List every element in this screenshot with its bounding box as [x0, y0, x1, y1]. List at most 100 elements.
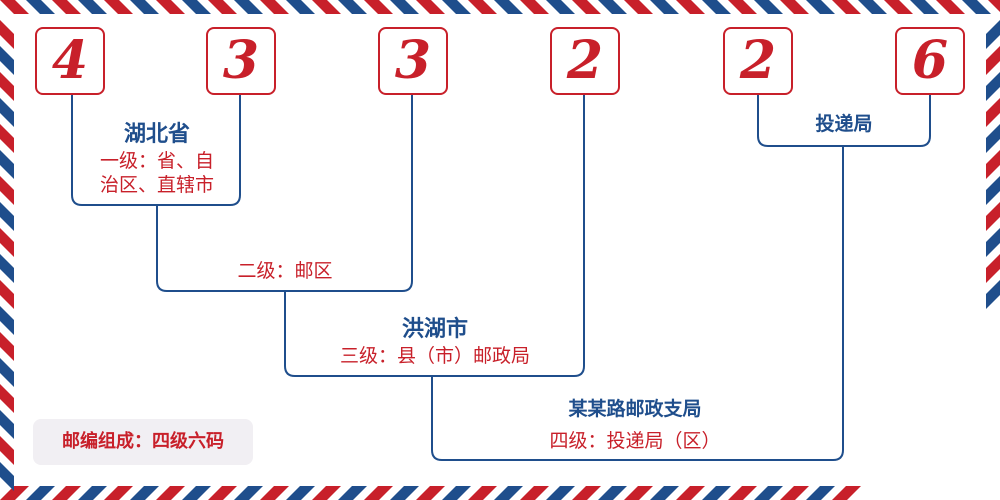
border-stripe	[0, 228, 14, 257]
border-stripe	[0, 202, 14, 231]
border-stripe	[442, 486, 471, 500]
border-stripe	[598, 486, 627, 500]
border-stripe	[0, 20, 14, 49]
border-stripe	[364, 0, 393, 14]
border-stripe	[986, 176, 1000, 205]
border-stripe	[806, 486, 835, 500]
district-level: 二级：邮区	[237, 260, 333, 282]
border-stripe	[986, 20, 1000, 49]
border-stripe	[234, 0, 263, 14]
border-stripe	[780, 0, 809, 14]
city-level: 三级：县（市）邮政局	[339, 345, 530, 367]
border-stripe	[832, 486, 861, 500]
postcode-digit-3: 3	[378, 27, 448, 95]
border-stripe	[702, 486, 731, 500]
border-stripe	[338, 486, 367, 500]
border-stripe	[624, 0, 653, 14]
border-stripe	[986, 280, 1000, 309]
border-stripe	[0, 254, 14, 283]
border-stripe	[986, 254, 1000, 283]
border-stripe	[0, 280, 14, 309]
border-stripe	[624, 486, 653, 500]
border-stripe	[390, 486, 419, 500]
border-stripe	[728, 0, 757, 14]
border-stripe	[390, 0, 419, 14]
postcode-digit-2: 3	[206, 27, 276, 95]
border-stripe	[986, 202, 1000, 231]
border-stripe	[0, 150, 14, 179]
border-stripe	[0, 0, 29, 14]
border-stripe	[0, 124, 14, 153]
border-stripe	[0, 72, 14, 101]
border-stripe	[598, 0, 627, 14]
province-level-line1: 一级：省、自	[99, 150, 214, 172]
border-stripe	[520, 0, 549, 14]
bracket-delivery	[757, 95, 931, 147]
bracket-branch	[431, 145, 844, 461]
border-stripe	[962, 0, 991, 14]
border-stripe	[986, 150, 1000, 179]
border-stripe	[468, 486, 497, 500]
bracket-city	[284, 95, 585, 377]
delivery-name: 投递局	[815, 113, 873, 135]
border-stripe	[520, 486, 549, 500]
border-stripe	[0, 358, 14, 387]
border-stripe	[0, 332, 14, 361]
border-stripe	[988, 0, 1000, 12]
border-stripe	[986, 72, 1000, 101]
postcode-digit-5: 2	[723, 27, 793, 95]
border-stripe	[182, 0, 211, 14]
border-stripe	[78, 486, 107, 500]
border-stripe	[572, 486, 601, 500]
border-stripe	[0, 486, 29, 500]
postcode-digit-1: 4	[35, 27, 105, 95]
border-stripe	[312, 486, 341, 500]
border-stripe	[494, 0, 523, 14]
border-stripe	[676, 486, 705, 500]
border-stripe	[208, 486, 237, 500]
border-stripe	[754, 486, 783, 500]
border-stripe	[0, 176, 14, 205]
border-stripe	[416, 0, 445, 14]
border-stripe	[260, 486, 289, 500]
border-stripe	[494, 486, 523, 500]
province-name: 湖北省	[123, 121, 190, 147]
border-stripe	[546, 0, 575, 14]
border-stripe	[208, 0, 237, 14]
province-level-line2: 治区、直辖市	[99, 174, 214, 196]
border-stripe	[986, 124, 1000, 153]
border-stripe	[0, 462, 14, 491]
border-stripe	[650, 0, 679, 14]
border-stripe	[0, 98, 14, 127]
branch-level: 四级：投递局（区）	[549, 430, 721, 452]
border-stripe	[0, 410, 14, 439]
border-stripe	[572, 0, 601, 14]
border-stripe	[0, 46, 14, 75]
border-stripe	[0, 436, 14, 465]
city-name: 洪湖市	[401, 316, 468, 342]
border-stripe	[936, 0, 965, 14]
border-stripe	[986, 98, 1000, 127]
border-stripe	[156, 486, 185, 500]
border-stripe	[0, 306, 14, 335]
branch-name: 某某路邮政支局	[568, 398, 702, 420]
border-stripe	[130, 0, 159, 14]
border-stripe	[26, 0, 55, 14]
border-stripe	[884, 0, 913, 14]
border-stripe	[754, 0, 783, 14]
border-stripe	[858, 0, 887, 14]
border-stripe	[910, 0, 939, 14]
postcode-digit-6: 6	[895, 27, 965, 95]
border-stripe	[130, 486, 159, 500]
border-stripe	[986, 46, 1000, 75]
border-stripe	[546, 486, 575, 500]
border-stripe	[780, 486, 809, 500]
border-stripe	[52, 486, 81, 500]
postcode-digit-4: 2	[550, 27, 620, 95]
border-stripe	[702, 0, 731, 14]
border-stripe	[312, 0, 341, 14]
border-stripe	[104, 486, 133, 500]
